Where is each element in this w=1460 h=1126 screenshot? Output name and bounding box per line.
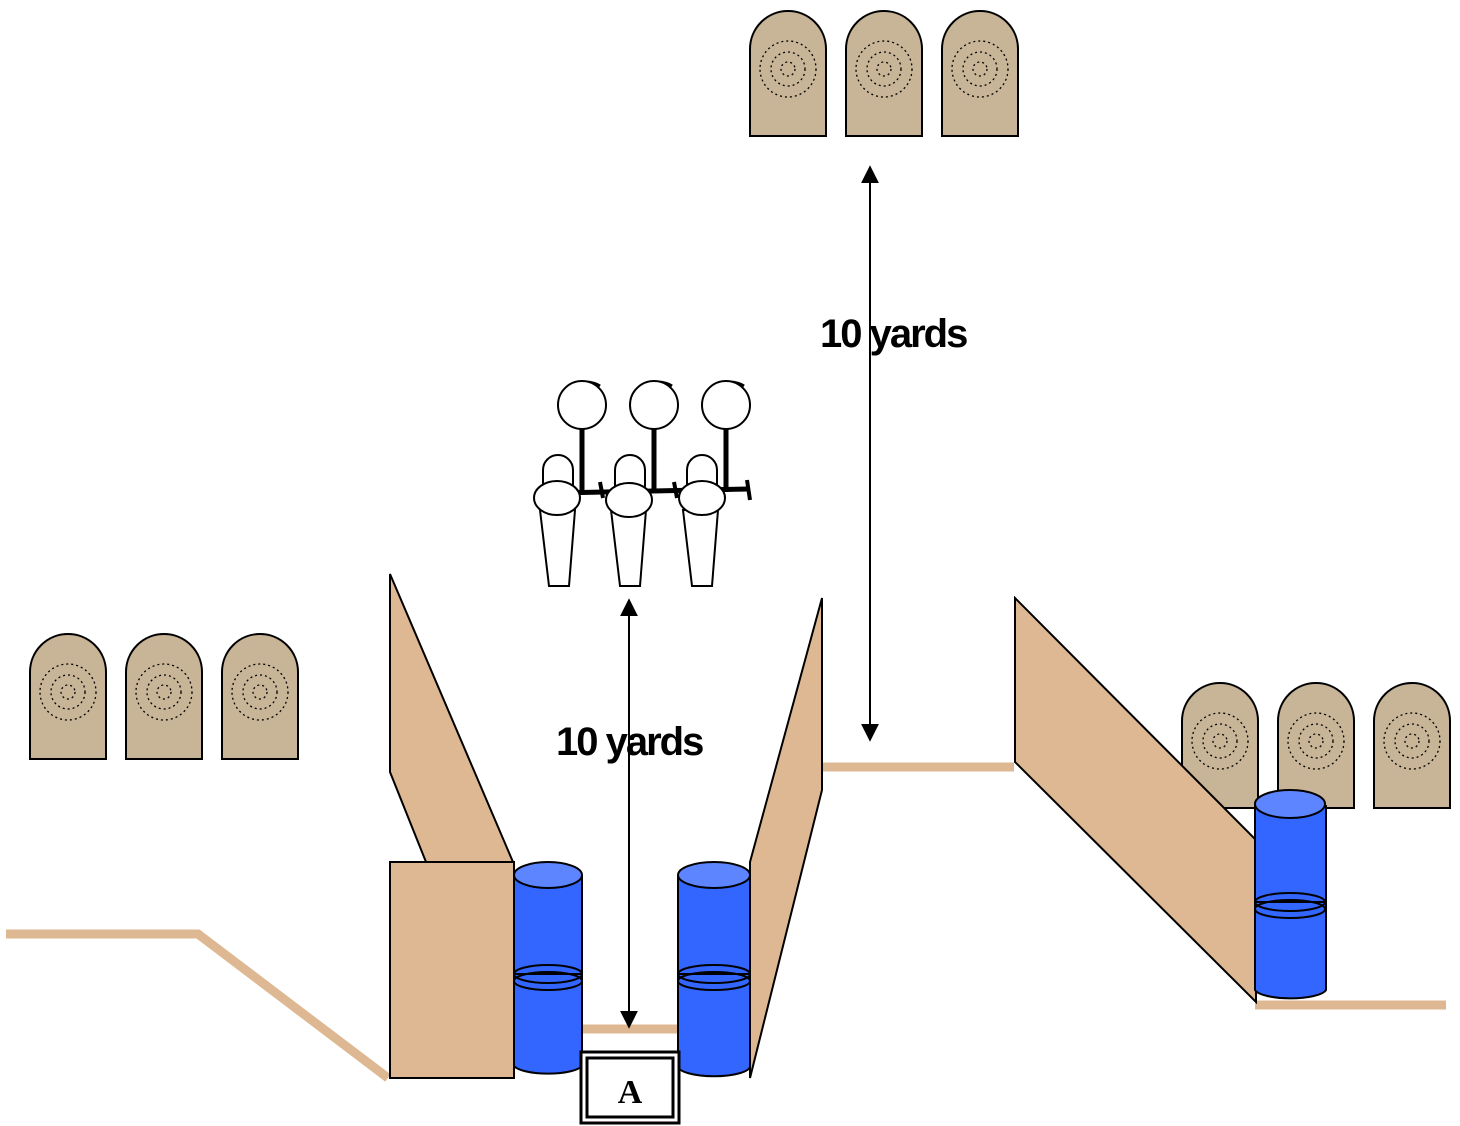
- popper-body: [538, 509, 577, 587]
- paper-target-icon: [1373, 682, 1451, 809]
- target-group-right: [1181, 682, 1451, 809]
- paper-target-icon: [845, 10, 923, 137]
- barrel-icon: [677, 876, 751, 989]
- popper-head: [557, 380, 607, 430]
- ground-lines: [6, 762, 1446, 1082]
- paper-target-icon: [125, 633, 203, 760]
- barrel-stack-left: [513, 861, 583, 1075]
- paper-target-icon: [29, 633, 107, 760]
- paper-target-icon: [221, 633, 299, 760]
- paper-target-icon: [749, 10, 827, 137]
- wall-left-front: [389, 861, 515, 1079]
- start-position-label: A: [618, 1074, 643, 1111]
- popper-body: [681, 509, 720, 587]
- steel-plate-rack-icon: [533, 380, 752, 587]
- target-group-left: [29, 633, 299, 760]
- paper-target-icon: [941, 10, 1019, 137]
- wall-center-right: [749, 597, 823, 1079]
- popper-head: [701, 380, 751, 430]
- wall-left-angled: [389, 573, 515, 863]
- barrel-stack-right: [1254, 789, 1327, 1000]
- ground-left: [6, 929, 391, 1082]
- distance-label-upper: 10 yards: [820, 312, 967, 356]
- start-box-icon: A: [579, 1050, 681, 1125]
- popper-head: [629, 380, 679, 430]
- distance-label-lower: 10 yards: [556, 720, 703, 764]
- barrel-icon: [1254, 805, 1327, 915]
- wall-right: [1014, 595, 1257, 1005]
- barrel-stack-center: [677, 861, 751, 1078]
- popper-body: [609, 509, 648, 587]
- target-group-top: [749, 10, 1019, 137]
